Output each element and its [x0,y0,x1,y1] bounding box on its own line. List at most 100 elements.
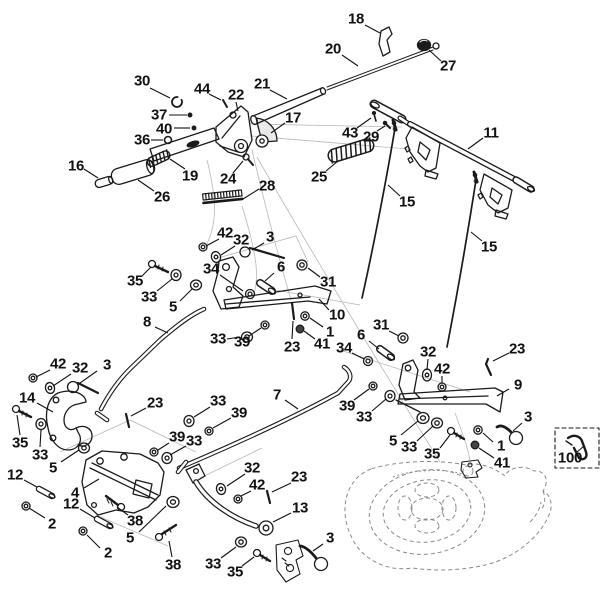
leader-line-5-30 [179,288,193,302]
part-label-3-52: 3 [523,408,533,426]
part-label-5-30: 5 [168,298,178,316]
part-label-31-27: 31 [319,273,337,291]
link-rod-7 [175,364,353,475]
leader-line-25-18 [325,160,339,172]
part-label-2-66: 2 [103,544,113,562]
part-label-8-31: 8 [142,313,152,331]
part-label-26-13: 26 [153,188,171,206]
lift-plate-10 [212,256,332,310]
part-label-3-24: 3 [265,228,275,246]
part-label-12-62: 12 [6,466,24,484]
leader-line-2-63 [28,507,46,519]
lift-rod-8 [94,306,207,423]
leader-line-34-25 [219,274,244,292]
pin-16 [94,175,114,189]
nut-42-13 [233,494,243,504]
leader-line-33-60 [39,429,42,448]
leader-line-32-23 [220,245,236,256]
leader-line-33-70 [220,546,237,559]
inset-box-100 [554,427,600,469]
spacer-6 [256,279,277,295]
part-label-22-5: 22 [227,86,245,104]
pin-23-left [124,412,131,429]
part-label-27-2: 27 [439,57,457,75]
part-label-36-10: 36 [133,131,151,149]
part-label-5-68: 5 [125,529,135,547]
part-label-30-3: 30 [133,72,151,90]
leader-line-28-15 [242,188,260,200]
cross-shaft-11 [369,99,536,193]
bracket-18 [378,26,393,57]
washer-33-b [240,331,254,343]
hook-3-center [239,246,286,260]
part-label-23-58: 23 [146,394,164,412]
washer-33-right2 [430,417,444,429]
link-rod-15-right [446,170,479,348]
part-label-5-61: 5 [48,459,58,477]
lever-bracket-22 [149,105,253,162]
part-label-25-18: 25 [310,168,328,186]
nut-1-center [300,311,310,321]
washer-32-left [44,381,56,395]
leader-line-15-21 [470,231,483,242]
part-label-23-43: 23 [508,340,526,358]
nut-34 [244,288,256,300]
leader-line-31-27 [307,267,321,278]
part-label-34-38: 34 [335,339,353,357]
bushing-5-left [77,442,91,454]
leader-line-33-74 [193,406,211,418]
part-label-12-65: 12 [62,495,80,513]
leader-line-35-59 [16,414,21,436]
bushing-5-plate [166,495,180,509]
washer-33-7b [183,414,195,428]
leader-lines [16,24,585,567]
leader-line-39-33 [248,327,262,337]
nut-42-left [28,373,38,383]
leader-line-32-55 [52,373,72,387]
nut-2-a [21,501,31,511]
part-label-6-26: 6 [276,258,286,276]
part-label-11-19: 11 [483,124,499,142]
part-label-33-29: 33 [140,288,158,306]
bushing-5-right [416,411,430,425]
washer-32-center [210,250,222,264]
leader-line-29-17 [376,125,386,132]
leader-line-38-69 [168,540,173,558]
part-label-14-57: 14 [18,389,36,407]
part-label-1-36: 1 [325,323,335,341]
part-label-18-0: 18 [347,10,365,28]
link-rod-15-left [361,118,398,299]
nut-39-right [368,381,378,391]
part-label-40-9: 40 [155,120,173,138]
part-label-38-69: 38 [164,556,182,574]
nut-42-center [198,242,208,252]
pin-23-center [290,301,296,321]
spring-25 [327,137,375,164]
leader-line-42-54 [35,369,51,378]
part-label-42-78: 42 [248,476,266,494]
leader-line-11-19 [467,137,484,150]
part-label-39-45: 39 [338,397,356,415]
leader-line-23-79 [271,482,292,493]
leader-line-3-56 [79,370,98,384]
leader-line-5-61 [60,449,80,463]
part-label-35-28: 35 [126,272,144,290]
leader-line-33-48 [416,425,434,442]
part-label-5-47: 5 [388,432,398,450]
leader-line-17-7 [270,122,286,134]
part-label-44-4: 44 [193,80,211,98]
leader-line-21-6 [269,89,288,100]
part-label-24-14: 24 [219,170,237,188]
bolt-35-right [446,426,466,441]
part-label-33-73: 33 [185,432,203,450]
part-label-3-56: 3 [102,356,112,374]
leader-line-23-43 [492,352,510,362]
shaft-bracket-left [404,126,441,180]
leader-line-30-3 [149,87,171,99]
screw-43 [371,110,377,122]
leader-line-22-5 [235,101,239,112]
sector-cam-17 [255,117,278,148]
leader-line-24-14 [232,160,244,174]
part-label-39-33: 39 [233,333,251,351]
